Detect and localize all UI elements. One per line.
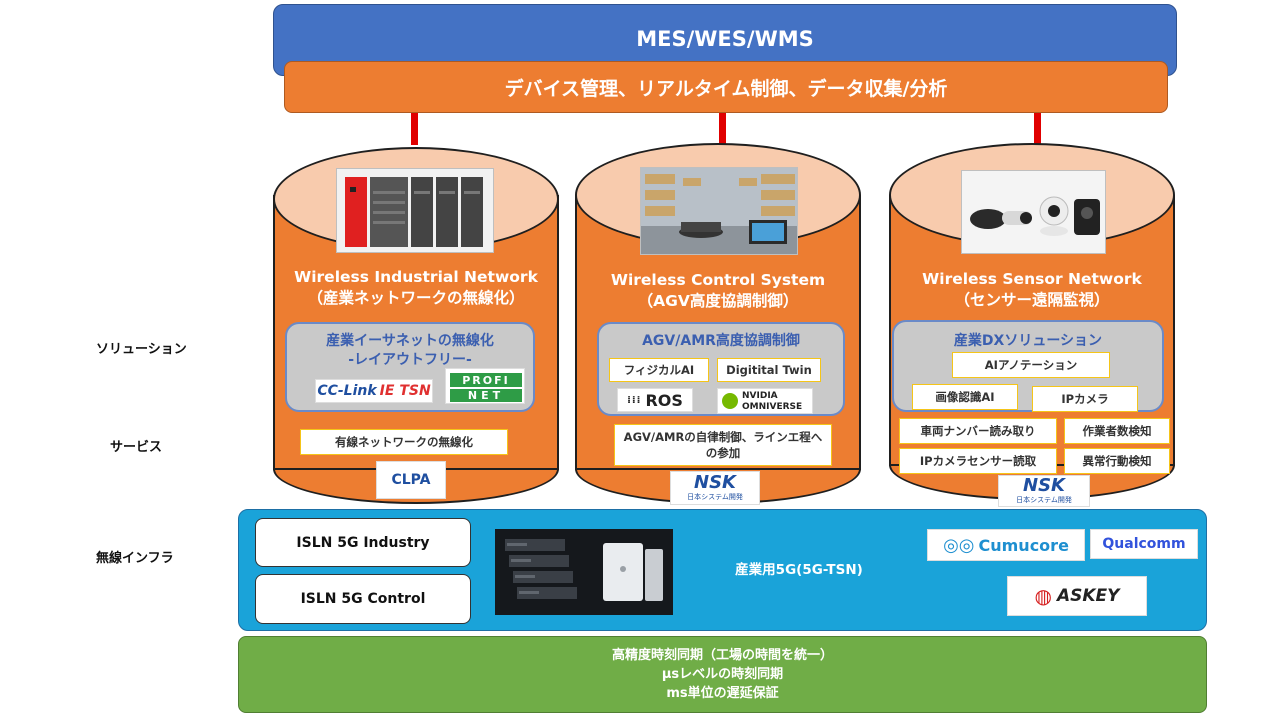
industrial-service-tag: 有線ネットワークの無線化 (300, 429, 508, 455)
profinet-logo: PROFI NET (445, 368, 525, 404)
connector-sensor (1034, 113, 1041, 145)
device-management-label: デバイス管理、リアルタイム制御、データ収集/分析 (504, 77, 948, 100)
ip-camera-illustration (970, 196, 1100, 236)
cclink-logo-text: CC-Link (317, 383, 377, 399)
industrial-solution-title-2: -レイアウトフリー- (348, 352, 472, 368)
control-solution-title: AGV/AMR高度協調制御 (642, 333, 800, 349)
sensor-solution-box: 産業DXソリューション AIアノテーション 画像認識AI IPカメラ (892, 320, 1164, 412)
device-management-bar: デバイス管理、リアルタイム制御、データ収集/分析 (284, 61, 1168, 113)
nsk-logo-sensor: NSK 日本システム開発 (998, 475, 1090, 507)
nvidia-logo-text-2: OMNIVERSE (742, 402, 803, 412)
ros-logo-text: ROS (645, 390, 683, 410)
industrial-title-jp: （産業ネットワークの無線化） (307, 289, 525, 307)
nsk-logo-sensor-text: NSK (1023, 475, 1065, 496)
control-solution-box: AGV/AMR高度協調制御 フィジカルAI Digitital Twin ⁞⁞⁞… (597, 322, 845, 416)
askey-globe-icon: ◍ (1034, 584, 1052, 608)
industrial-title: Wireless Industrial Network （産業ネットワークの無線… (278, 267, 554, 309)
wireless-infra-band: ISLN 5G Industry ISLN 5G Control 産業用5G(5… (238, 509, 1207, 631)
ie-tsn-logo-text: IE TSN (379, 383, 431, 399)
ip-camera-sensor-reading-tag: IPカメラセンサー読取 (899, 448, 1057, 474)
ros-logo-dots-icon: ⁞⁞⁞ (627, 394, 642, 406)
row-label-infra: 無線インフラ (96, 551, 174, 566)
cumucore-swirl-icon: ◎◎ (943, 534, 975, 556)
industrial-solution-title-1: 産業イーサネットの無線化 (326, 333, 494, 349)
control-service-tag: AGV/AMRの自律制御、ラインエ程への参加 (614, 424, 832, 466)
ai-annotation-tag: AIアノテーション (952, 352, 1110, 378)
control-title-en: Wireless Control System (610, 271, 826, 289)
warehouse-agv-image (640, 167, 798, 255)
worker-count-detection-tag: 作業者数検知 (1064, 418, 1170, 444)
ip-camera-tag: IPカメラ (1032, 386, 1138, 412)
row-label-service: サービス (110, 440, 163, 455)
askey-logo: ◍ ASKEY (1007, 576, 1147, 616)
connector-control (719, 113, 726, 145)
profinet-logo-bottom: NET (450, 389, 522, 402)
nsk-logo-sensor-sub: 日本システム開発 (1016, 496, 1072, 504)
nvidia-eye-icon (722, 393, 738, 409)
physical-ai-tag: フィジカルAI (609, 358, 709, 382)
ros-logo: ⁞⁞⁞ ROS (617, 388, 693, 412)
cumucore-logo-text: Cumucore (978, 535, 1069, 555)
nsk-logo-control-text: NSK (694, 472, 736, 493)
control-title-jp: （AGV高度協調制御） (637, 292, 799, 310)
cclink-ie-tsn-logo: CC-Link IE TSN (315, 379, 433, 403)
industrial-5g-label: 産業用5G(5G-TSN) (735, 562, 863, 578)
plc-device-image (336, 168, 494, 253)
5g-equipment-image (495, 529, 673, 615)
industrial-title-en: Wireless Industrial Network (294, 268, 538, 286)
industrial-solution-box: 産業イーサネットの無線化 -レイアウトフリー- CC-Link IE TSN P… (285, 322, 535, 412)
plc-device-illustration (345, 177, 483, 247)
digital-twin-tag: Digitital Twin (717, 358, 821, 382)
sensor-title-jp: （センサー遠隔監視） (954, 291, 1110, 309)
5g-equipment-illustration (495, 529, 673, 615)
profinet-logo-top: PROFI (450, 373, 522, 387)
nvidia-omniverse-logo: NVIDIA OMNIVERSE (717, 388, 813, 414)
industrial-solution-title: 産業イーサネットの無線化 -レイアウトフリー- (287, 332, 533, 370)
ip-camera-image (961, 170, 1106, 254)
abnormal-behavior-detection-tag: 異常行動検知 (1064, 448, 1170, 474)
sensor-solution-title: 産業DXソリューション (953, 333, 1103, 349)
vehicle-plate-reading-tag: 車両ナンバー読み取り (899, 418, 1057, 444)
time-sync-line-2: μsレベルの時刻同期 (661, 667, 784, 682)
askey-logo-text: ASKEY (1056, 586, 1120, 606)
image-recognition-ai-tag: 画像認識AI (912, 384, 1018, 410)
nsk-logo-control: NSK 日本システム開発 (670, 471, 760, 505)
mes-wes-wms-label: MES/WES/WMS (636, 27, 814, 51)
control-title: Wireless Control System （AGV高度協調制御） (580, 270, 856, 312)
nvidia-logo-text-1: NVIDIA (742, 391, 778, 401)
isln-5g-industry-box: ISLN 5G Industry (255, 518, 471, 567)
connector-industrial (411, 113, 418, 145)
sensor-title-en: Wireless Sensor Network (922, 270, 1142, 288)
clpa-logo: CLPA (376, 461, 446, 499)
warehouse-agv-illustration (641, 168, 797, 254)
row-label-solution: ソリューション (96, 342, 187, 357)
nvidia-logo-text: NVIDIA OMNIVERSE (742, 391, 802, 413)
sensor-title: Wireless Sensor Network （センサー遠隔監視） (894, 269, 1170, 311)
time-sync-line-1: 高精度時刻同期（工場の時間を統一） (611, 648, 833, 663)
time-sync-band: 高精度時刻同期（工場の時間を統一） μsレベルの時刻同期 ms単位の遅延保証 (238, 636, 1207, 713)
qualcomm-logo: Qualcomm (1090, 529, 1198, 559)
cumucore-logo: ◎◎ Cumucore (927, 529, 1085, 561)
isln-5g-control-box: ISLN 5G Control (255, 574, 471, 624)
nsk-logo-control-sub: 日本システム開発 (687, 493, 743, 501)
time-sync-line-3: ms単位の遅延保証 (666, 686, 779, 701)
